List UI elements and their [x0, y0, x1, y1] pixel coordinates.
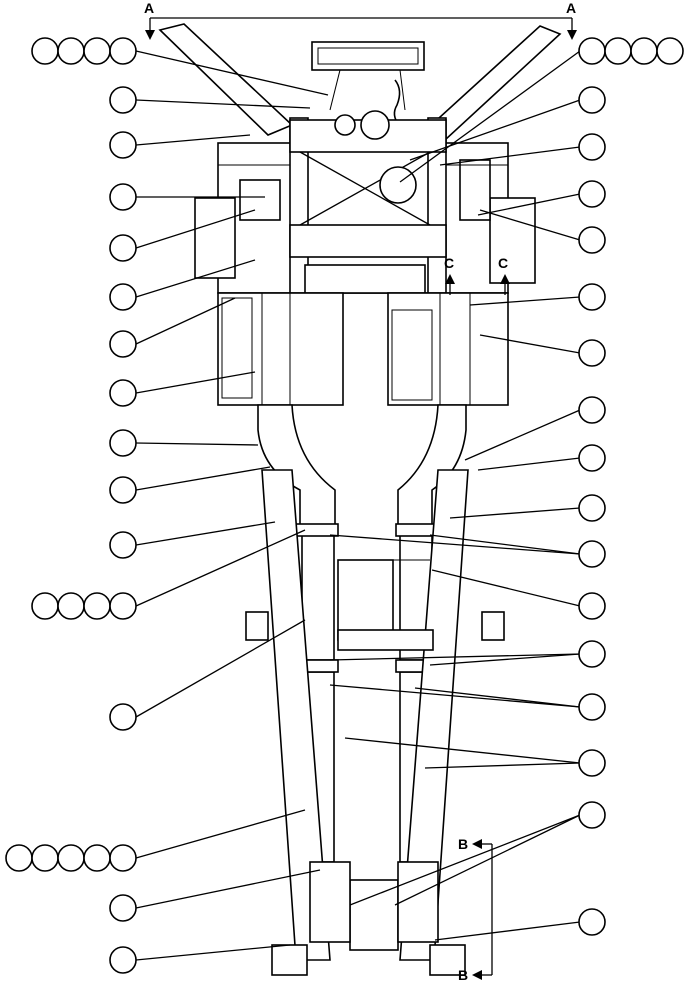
leader-lines: [135, 50, 581, 961]
callout-bubble: [109, 429, 137, 457]
callout-bubble: [578, 180, 606, 208]
callout-bubble: [5, 844, 33, 872]
callout-bubble: [578, 592, 606, 620]
section-a-indicator: A A: [144, 0, 577, 40]
upper-frame: [194, 110, 536, 294]
callout-bubble: [31, 37, 59, 65]
callout-bubble: [109, 946, 137, 974]
view-label-c-left: C: [444, 255, 454, 271]
callout-bubbles-left: [5, 37, 137, 974]
callout-bubble: [578, 749, 606, 777]
callout-bubble: [83, 37, 111, 65]
view-label-a-left: A: [144, 0, 154, 16]
callout-bubble: [31, 592, 59, 620]
callout-bubble: [109, 183, 137, 211]
callout-bubble: [109, 86, 137, 114]
chassis-rails: [245, 469, 505, 976]
callout-bubbles-right: [578, 37, 684, 936]
callout-bubble: [578, 494, 606, 522]
callout-bubble: [109, 37, 137, 65]
callout-bubble: [109, 131, 137, 159]
callout-bubble: [630, 37, 658, 65]
section-b-indicators: B B: [458, 836, 493, 981]
view-label-b-top: B: [458, 836, 468, 852]
callout-bubble: [57, 844, 85, 872]
callout-bubble: [109, 531, 137, 559]
callout-bubble: [109, 592, 137, 620]
callout-bubble: [578, 133, 606, 161]
callout-bubble: [578, 339, 606, 367]
callout-bubble: [57, 37, 85, 65]
callout-bubble: [578, 640, 606, 668]
view-label-a-right: A: [566, 0, 576, 16]
top-tank: [311, 41, 425, 126]
callout-bubble: [578, 693, 606, 721]
callout-bubble: [83, 844, 111, 872]
callout-bubble: [604, 37, 632, 65]
callout-bubble: [109, 379, 137, 407]
callout-bubble: [578, 444, 606, 472]
callout-bubble: [578, 540, 606, 568]
callout-bubble: [578, 396, 606, 424]
callout-bubble: [109, 703, 137, 731]
callout-bubble: [578, 283, 606, 311]
callout-bubble: [57, 592, 85, 620]
callout-bubble: [109, 894, 137, 922]
callout-bubble: [109, 330, 137, 358]
callout-bubble: [578, 226, 606, 254]
lower-frame: [217, 292, 509, 406]
callout-bubble: [109, 476, 137, 504]
view-label-b-bottom: B: [458, 967, 468, 981]
callout-bubble: [656, 37, 684, 65]
view-label-c-right: C: [498, 255, 508, 271]
callout-bubble: [578, 908, 606, 936]
callout-bubble: [83, 592, 111, 620]
callout-bubble: [109, 844, 137, 872]
callout-bubble: [109, 234, 137, 262]
callout-bubble: [578, 801, 606, 829]
callout-bubble: [578, 86, 606, 114]
callout-bubble: [578, 37, 606, 65]
callout-bubble: [109, 283, 137, 311]
callout-bubble: [31, 844, 59, 872]
section-c-indicators: C C: [444, 255, 510, 295]
